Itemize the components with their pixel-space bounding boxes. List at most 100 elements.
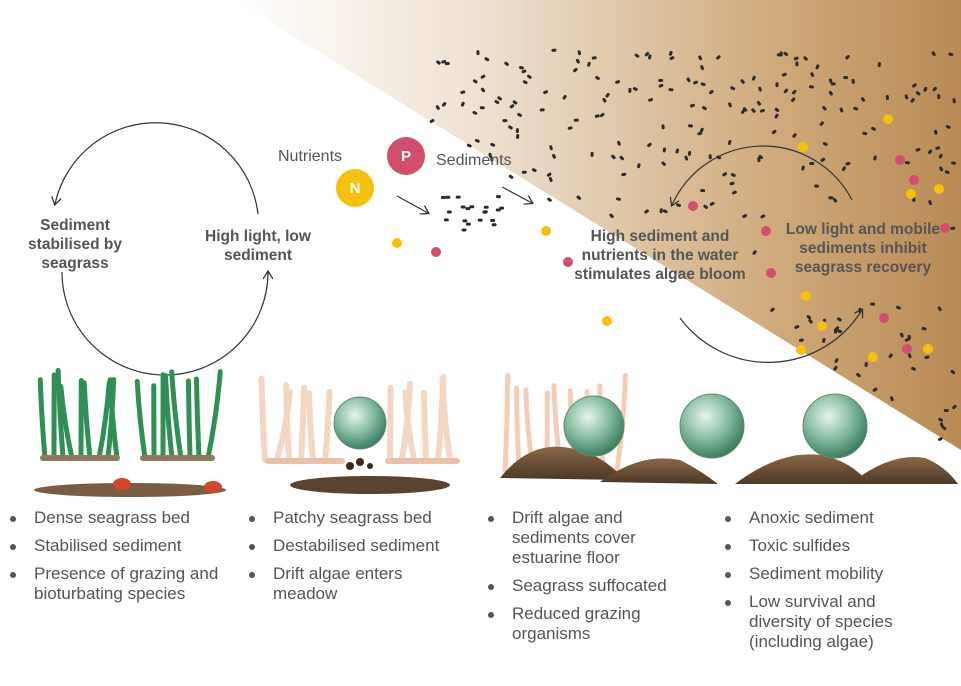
sediment-particle [590, 152, 593, 157]
sediment-particle [480, 106, 485, 109]
list-item: Reduced grazing organisms [486, 604, 701, 644]
seagrass-blade [188, 381, 190, 458]
sediment-particle [628, 88, 631, 93]
sediment-particle [490, 219, 495, 222]
sediment-particle [461, 206, 466, 209]
list-item: Toxic sulfides [723, 536, 938, 556]
sediment-particle [478, 219, 483, 222]
label-high-light: High light, low sediment [183, 227, 333, 265]
phosphorus-dot [895, 155, 905, 165]
sediment-particle [516, 128, 519, 133]
sediment-particle [834, 329, 837, 334]
sediment-particle [462, 219, 467, 222]
label-sediment-stabilised: Sediment stabilised by seagrass [15, 216, 135, 273]
sediment-particle [780, 51, 783, 56]
nitrogen-icon: N [336, 169, 374, 207]
stage-1-illustration [34, 370, 226, 497]
sediment-particle [456, 196, 461, 199]
stage-2-list: Patchy seagrass bed Destabilised sedimen… [247, 508, 462, 612]
nitrogen-dot [796, 345, 806, 355]
dense-seagrass [40, 370, 220, 458]
sediment-particle [775, 82, 778, 87]
seagrass-blade [261, 379, 265, 460]
sediment-particle [828, 196, 833, 199]
nitrogen-dot [883, 114, 893, 124]
seagrass-blade [301, 388, 304, 460]
sediment-particle [522, 171, 527, 174]
sediment-particle [551, 49, 556, 52]
label-low-light: Low light and mobile sediments inhibit s… [778, 220, 948, 277]
seagrass-blade [442, 379, 450, 460]
sediment-particle [484, 206, 489, 209]
sediment-particle [462, 229, 467, 232]
seagrass-blade [505, 376, 508, 470]
sediment-particle [496, 195, 501, 198]
sediment-particle [574, 119, 579, 122]
seagrass-blade [208, 372, 220, 458]
seagrass-blade [390, 388, 391, 460]
sediment-particle [937, 94, 940, 99]
seagrass-blade [424, 393, 426, 460]
sediment-particle [447, 210, 452, 213]
sediment-particle [864, 362, 867, 367]
nitrogen-dot [868, 352, 878, 362]
list-item: Anoxic sediment [723, 508, 938, 528]
sediment-particle [441, 196, 446, 199]
seagrass-blade [286, 385, 289, 460]
drift-algae-ball [334, 397, 386, 449]
nitrogen-dot [801, 291, 811, 301]
sediment-particle [496, 208, 501, 211]
stage-3-list: Drift algae and sediments cover estuarin… [486, 508, 701, 652]
drift-algae-ball [680, 394, 744, 458]
sediment-particle [795, 61, 798, 66]
sediment-particle [508, 174, 514, 179]
drift-algae-ball [803, 394, 867, 458]
drift-algae-ball [564, 396, 624, 456]
sediment-particle [905, 161, 910, 164]
nitrogen-dot [541, 226, 551, 236]
sediment-particle [445, 62, 450, 65]
nitrogen-dot [906, 189, 916, 199]
phosphorus-dot [766, 268, 776, 278]
sediment-particle [492, 223, 497, 226]
nitrogen-dot [934, 184, 944, 194]
phosphorus-icon: P [387, 137, 425, 175]
stage-4-list: Anoxic sediment Toxic sulfides Sediment … [723, 508, 938, 660]
list-item: Dense seagrass bed [8, 508, 223, 528]
sediment-particle [445, 196, 450, 199]
list-item: Low survival and diversity of species (i… [723, 592, 938, 652]
sediment-particle [483, 210, 488, 213]
seagrass-blade [137, 381, 145, 458]
list-item: Patchy seagrass bed [247, 508, 462, 528]
label-nutrients: Nutrients [278, 148, 342, 166]
list-item: Seagrass suffocated [486, 576, 701, 596]
label-sediments: Sediments [436, 152, 512, 170]
list-item: Destabilised sediment [247, 536, 462, 556]
seagrass-blade [84, 383, 90, 458]
seagrass-blade [40, 380, 45, 458]
sediment-particle [944, 409, 949, 412]
nitrogen-dot [817, 321, 827, 331]
nitrogen-dot [602, 316, 612, 326]
phosphorus-dot [431, 247, 441, 257]
nitrogen-dot [392, 238, 402, 248]
stage-1-list: Dense seagrass bed Stabilised sediment P… [8, 508, 223, 612]
nitrogen-dot [923, 344, 933, 354]
phosphorus-dot [688, 201, 698, 211]
seagrass-blade [309, 393, 313, 460]
sediment-particle [502, 119, 507, 122]
list-item: Stabilised sediment [8, 536, 223, 556]
sediment-particle [809, 162, 814, 165]
sediment-particle [516, 134, 519, 139]
label-algae-bloom: High sediment and nutrients in the water… [570, 227, 750, 284]
sediment-particle [465, 207, 470, 210]
list-item: Drift algae and sediments cover estuarin… [486, 508, 701, 568]
list-item: Presence of grazing and bioturbating spe… [8, 564, 223, 604]
seagrass-blade [516, 388, 519, 470]
nitrogen-dot [798, 142, 808, 152]
sediment-particle [466, 223, 471, 226]
seagrass-blade [196, 379, 199, 458]
sediment-particle [886, 95, 889, 100]
stage-2-illustration [261, 377, 460, 494]
phosphorus-dot [761, 226, 771, 236]
